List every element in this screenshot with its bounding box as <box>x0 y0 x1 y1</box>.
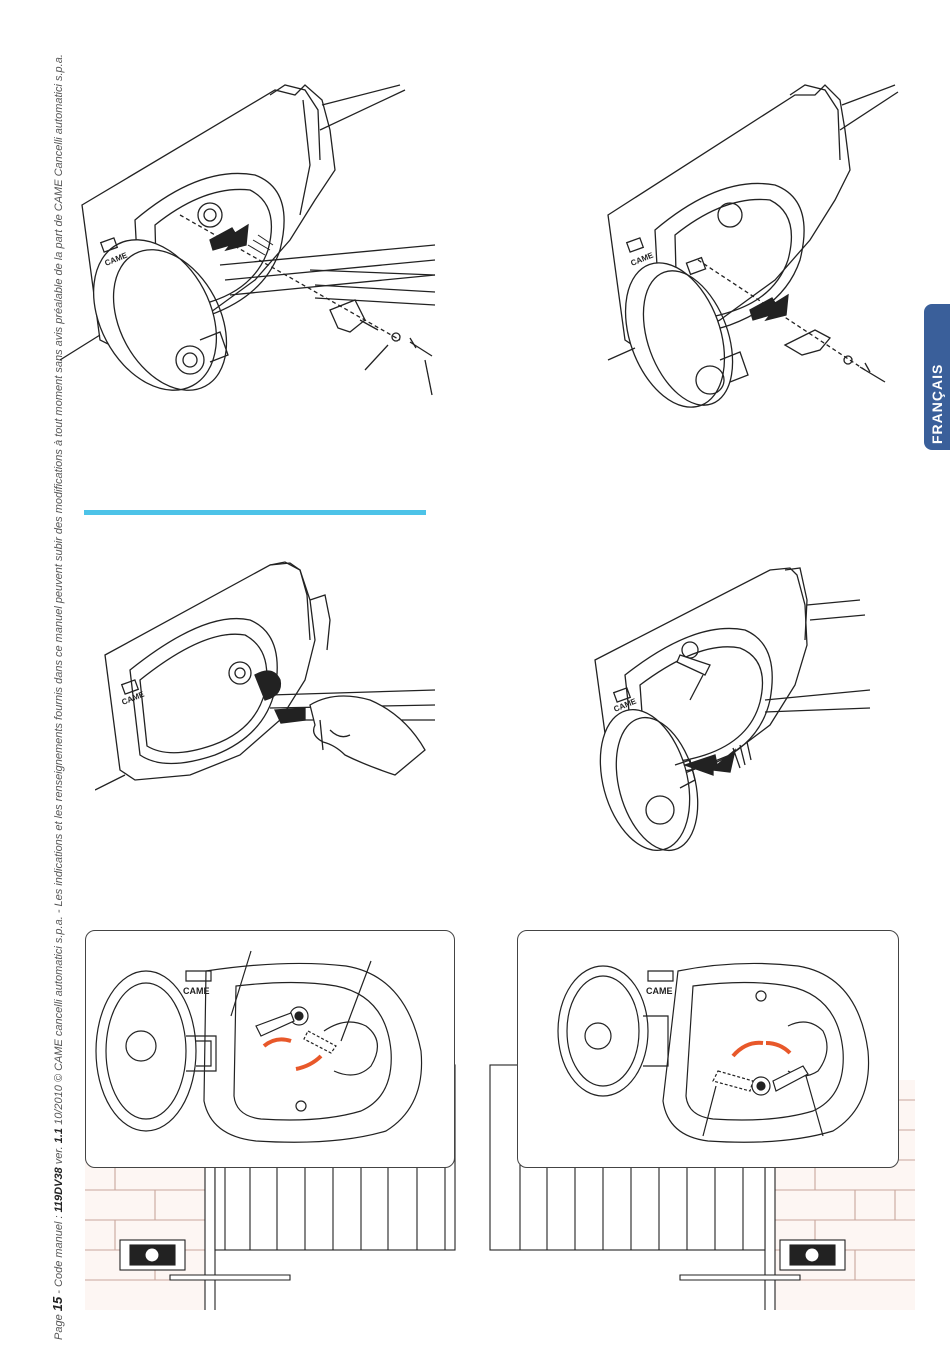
language-tab-label: FRANÇAIS <box>929 364 945 444</box>
footer-manual-text: - Code manuel : <box>53 1215 65 1293</box>
brand-logo-fig6: CAME <box>646 986 673 996</box>
footer-version: 1.1 <box>53 1128 65 1143</box>
footer-manual-code: 119DV38 <box>53 1167 65 1212</box>
inset-right-drawing: CAME <box>518 931 898 1167</box>
inset-right-manual-release: CAME <box>517 930 899 1168</box>
footer-page-label: Page <box>53 1314 65 1340</box>
figure-door-open: CAME <box>585 560 875 860</box>
inset-left-manual-release: CAME <box>85 930 455 1168</box>
figure-install-release-knob: CAME <box>60 70 460 430</box>
figure-key-unlock: CAME <box>95 560 445 810</box>
figure-install-release-lever: CAME <box>580 70 910 430</box>
footer-page-number: 15 <box>50 1297 65 1311</box>
section-divider <box>84 510 426 515</box>
language-tab[interactable]: FRANÇAIS <box>924 304 950 450</box>
inset-left-drawing: CAME <box>86 931 454 1167</box>
brand-logo-fig5: CAME <box>183 986 210 996</box>
footer-version-text: ver. <box>53 1146 65 1164</box>
